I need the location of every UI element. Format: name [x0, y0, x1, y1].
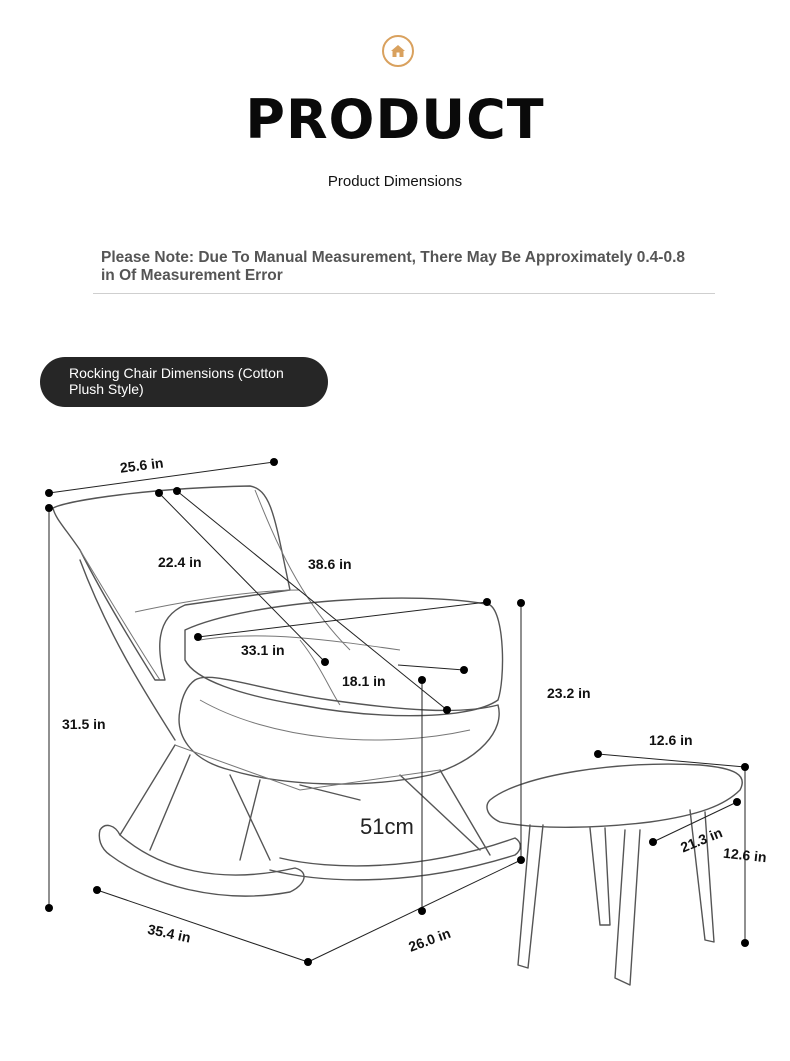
page-subtitle: Product Dimensions	[327, 173, 463, 190]
label-seat-depth: 22.4 in	[158, 554, 202, 570]
label-arm-height: 23.2 in	[547, 685, 591, 701]
label-center-mark: 51cm	[360, 814, 414, 839]
divider	[93, 293, 715, 294]
label-stool-length: 12.6 in	[649, 732, 693, 748]
label-base-width: 26.0 in	[406, 925, 452, 955]
footstool-drawing	[486, 763, 743, 986]
dimension-points	[45, 458, 749, 966]
label-base-length: 35.4 in	[146, 921, 192, 946]
dimension-lines	[48, 461, 746, 963]
rocking-chair-drawing	[52, 485, 521, 897]
label-stool-height: 12.6 in	[722, 845, 767, 865]
section-pill-label: Rocking Chair Dimensions (Cotton Plush S…	[69, 365, 284, 397]
label-seat-height: 18.1 in	[342, 673, 386, 689]
label-top-width: 25.6 in	[119, 455, 164, 476]
page-title: PRODUCT	[245, 88, 545, 151]
home-badge	[382, 35, 414, 67]
measurement-note: Please Note: Due To Manual Measurement, …	[101, 249, 686, 284]
label-total-height: 31.5 in	[62, 716, 106, 732]
label-stool-width: 21.3 in	[678, 824, 724, 855]
section-pill: Rocking Chair Dimensions (Cotton Plush S…	[40, 357, 328, 407]
home-icon	[391, 45, 405, 57]
label-arm-width: 33.1 in	[241, 642, 285, 658]
label-diagonal: 38.6 in	[308, 556, 352, 572]
